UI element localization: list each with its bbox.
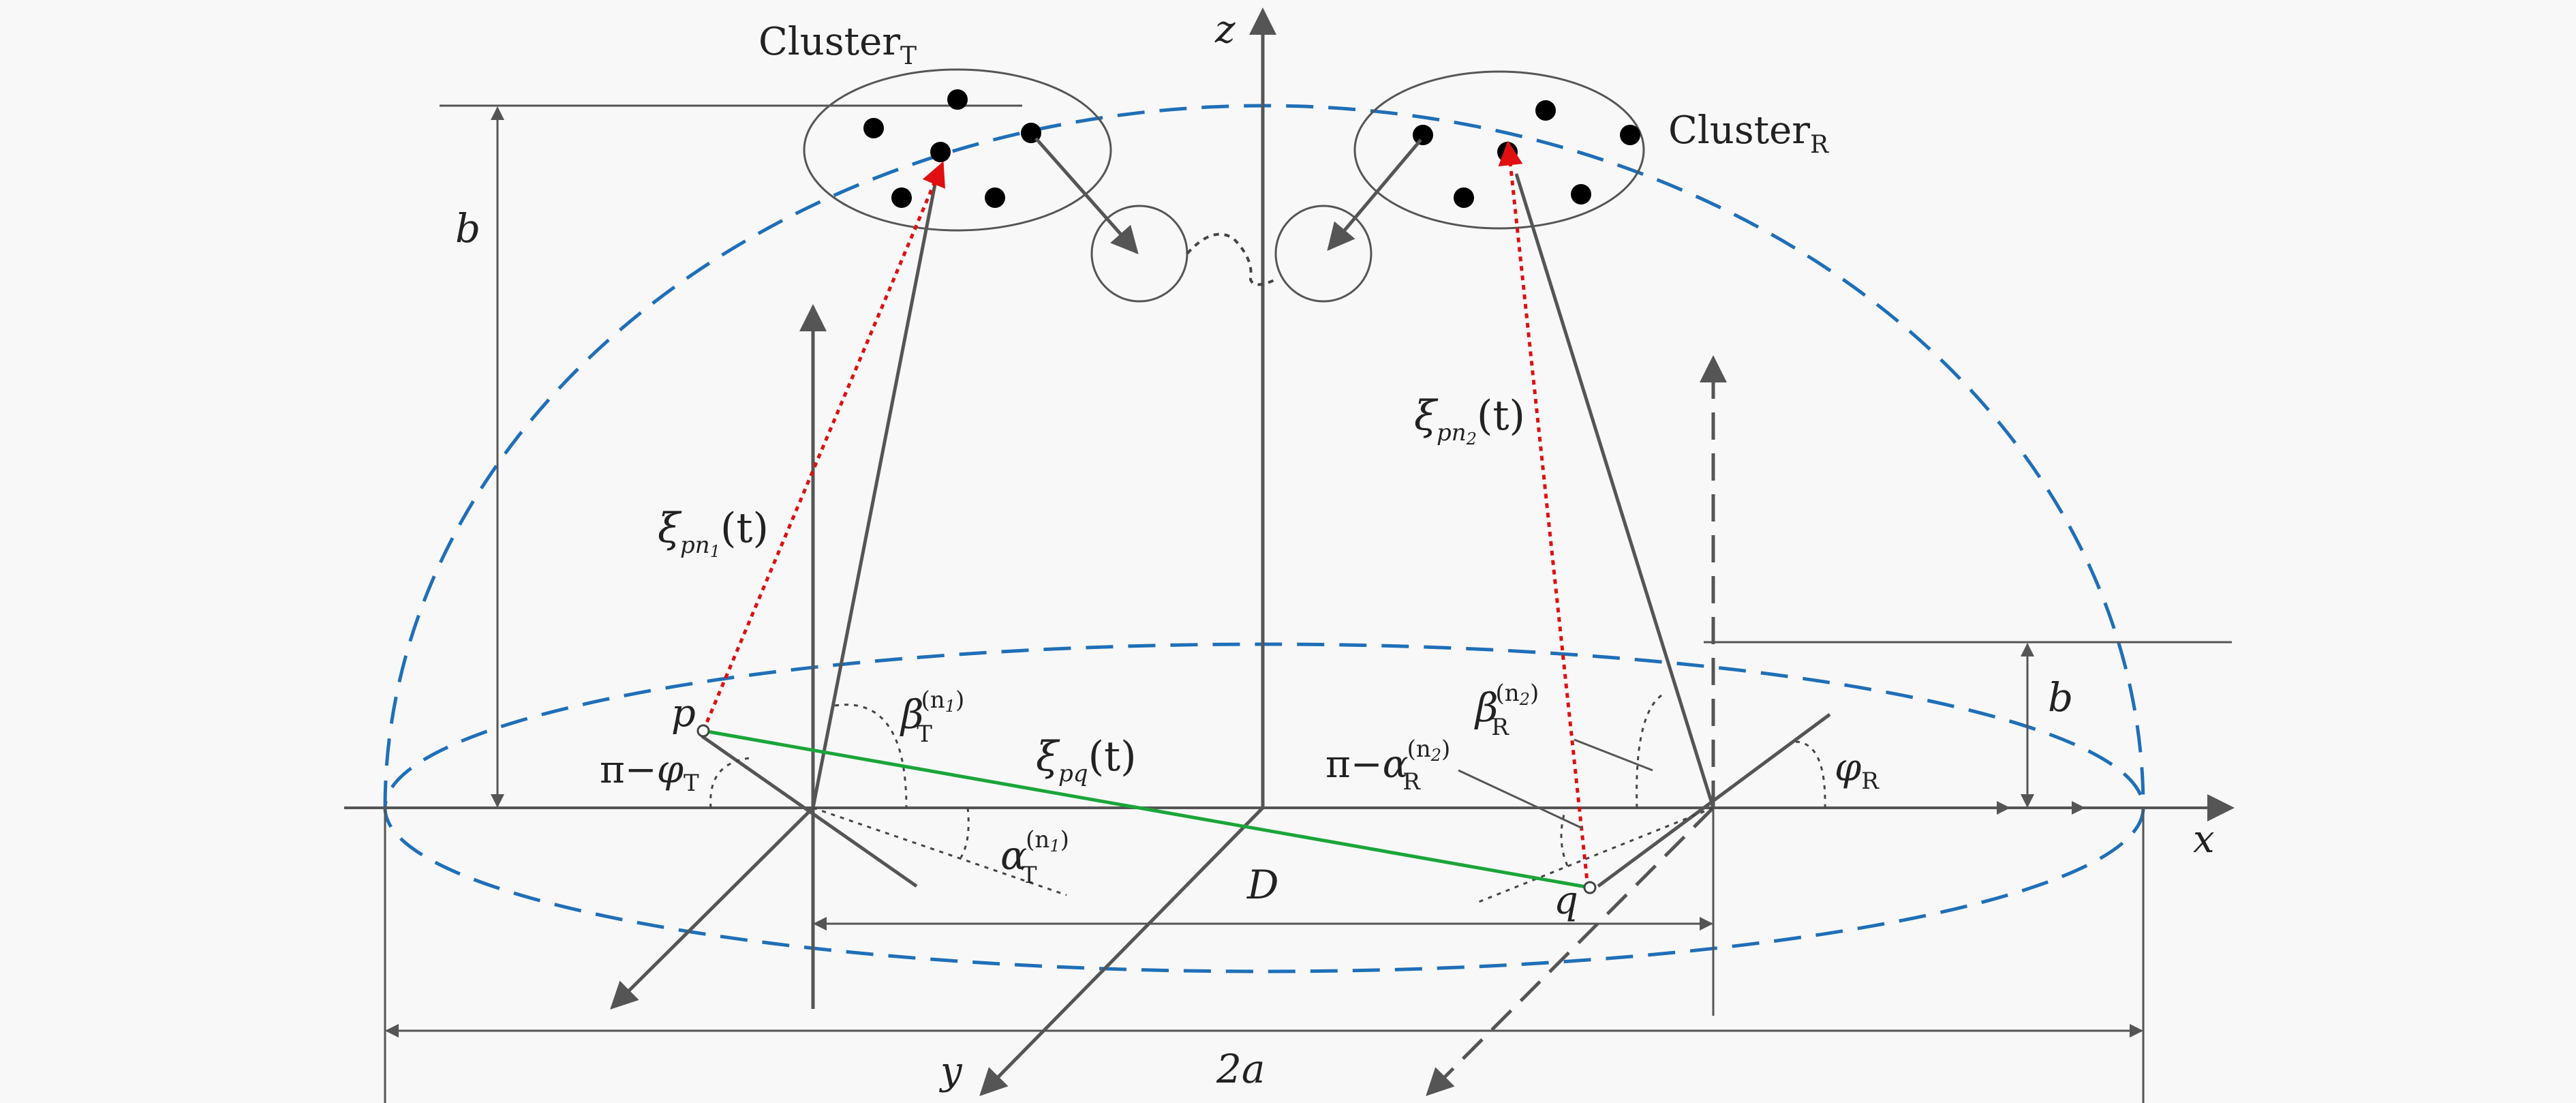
los-ray-pq [703,729,1591,890]
ray-q-to-cluster-r [1498,140,1590,888]
cluster-t-scatterers [863,89,1041,208]
point-p-label: p [671,691,696,736]
rx-beta-arc [1636,694,1662,809]
cluster-r-ellipse [1353,70,1645,230]
xi-pn1-label: ξpn1(t) [658,504,769,561]
tx-y-axis [610,806,814,1010]
alpha-r-leader [1458,769,1583,830]
two-a-label: 2a [1216,1046,1265,1092]
phi-r-label: φR [1835,746,1880,795]
ray-p-to-cluster-t [701,161,945,731]
rx-antenna-array [1597,712,1831,888]
cluster-t-exit-circle [1090,205,1189,303]
tx-alpha-arc [960,807,970,858]
point-q-marker [1583,881,1597,894]
z-axis-label: z [1214,7,1236,52]
point-q-label: q [1554,879,1578,923]
b-right-label: b [2048,674,2073,721]
tx-antenna-array [701,734,918,888]
beta-t-label: β(n1)T [900,686,964,748]
pi-minus-phi-t-label: π−φT [600,748,699,797]
cluster-r-entry-circle [1274,205,1373,303]
xi-pq-label: ξpq(t) [1036,733,1137,787]
cluster-r-scatterers [1413,100,1640,208]
tx-alpha-ref [812,806,1067,896]
rx-alpha-arc [1560,814,1569,866]
rx-alpha-ref [1475,806,1714,905]
rx-phi-arc [1795,740,1826,809]
y-axis [979,806,1264,1096]
tx-to-cluster [811,173,939,809]
y-axis-label: y [938,1049,963,1093]
cluster-r-label: ClusterR [1668,108,1829,159]
point-p-marker [696,724,710,738]
beta-r-label: β(n2)R [1474,680,1539,741]
rx-to-cluster [1514,173,1715,809]
pi-minus-alpha-r-label: π−α(n2)R [1325,736,1450,796]
d-label: D [1246,862,1279,908]
rx-y-axis [1426,806,1715,1096]
tx-beta-arc [834,704,908,809]
x-axis-label: x [2193,817,2215,862]
cluster-t-exit-arrow [1034,137,1139,254]
beta-r-leader [1574,738,1653,772]
alpha-t-label: α(n1)T [1000,826,1069,889]
xi-pn2-label: ξpn2(t) [1414,392,1525,449]
cluster-t-label: ClusterT [758,20,917,70]
cluster-r-entry-arrow [1327,138,1422,252]
b-left-label: b [455,205,480,252]
cluster-t-ellipse [803,68,1112,232]
